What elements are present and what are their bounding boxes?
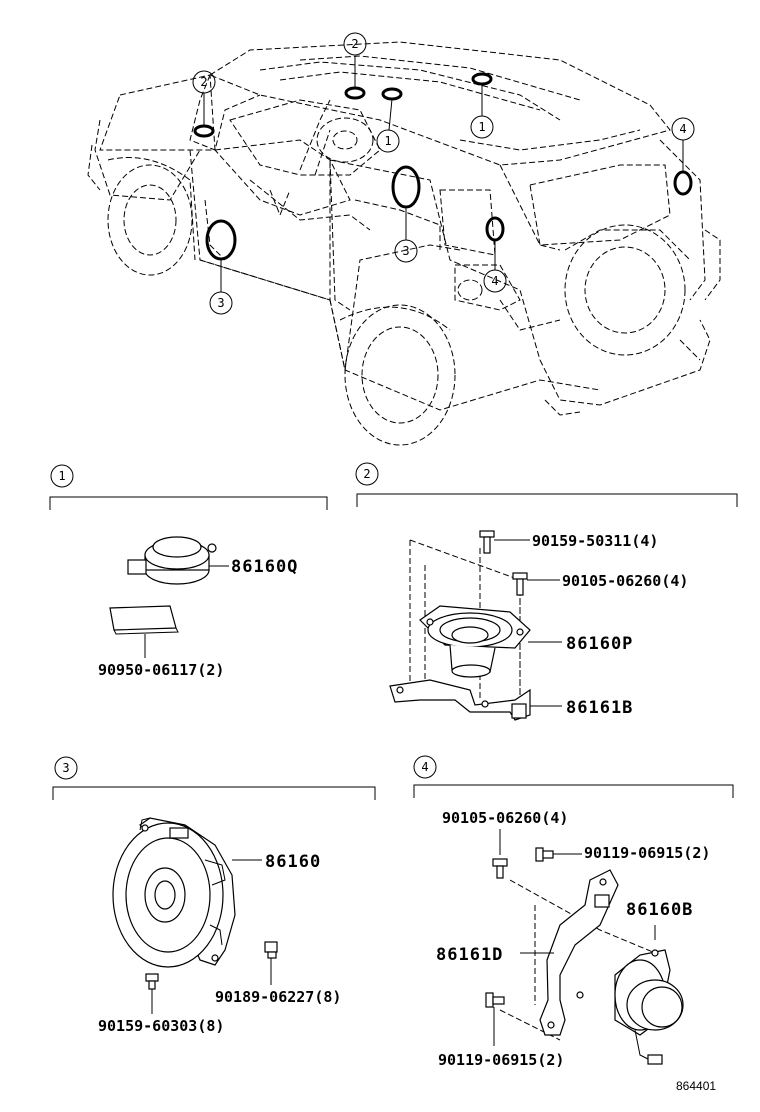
- callout-4-right: 4: [671, 117, 695, 141]
- callout-2-top: 2: [343, 32, 367, 56]
- label-86161d: 86161D: [436, 945, 503, 965]
- ring-quarter-right: [673, 170, 693, 196]
- ring-roof-rear: [471, 72, 493, 86]
- svg-text:3: 3: [402, 244, 409, 258]
- label-90105-06260-g4: 90105-06260(4): [442, 809, 568, 827]
- callout-1-roof: 1: [470, 115, 494, 139]
- svg-text:2: 2: [351, 37, 358, 51]
- ring-dash-right: [381, 87, 403, 101]
- pad-90950-06117: [109, 605, 179, 635]
- tweeter-86160q: [127, 536, 217, 585]
- ring-dash-left: [193, 124, 215, 138]
- callout-4-quarter: 4: [483, 269, 507, 293]
- speaker-86160b: [614, 949, 684, 1065]
- vehicle-overview: 2 2 1 1 3 3 4 4: [87, 32, 721, 446]
- bolt-90159-50311: [479, 530, 495, 554]
- label-90119-06915-bottom: 90119-06915(2): [438, 1051, 564, 1069]
- callout-2-left: 2: [192, 70, 216, 94]
- svg-text:2: 2: [363, 467, 370, 481]
- bracket-86161d: [539, 869, 619, 1036]
- callout-3-front-door: 3: [209, 291, 233, 315]
- svg-text:4: 4: [491, 274, 498, 288]
- label-86160p: 86160P: [566, 634, 633, 654]
- group-4: 4 90105-06260(4) 90119-06915(2) 86161D: [413, 755, 734, 1069]
- svg-text:1: 1: [58, 469, 65, 483]
- svg-text:1: 1: [384, 134, 391, 148]
- callout-1-dash: 1: [376, 129, 400, 153]
- label-90105-06260-g2: 90105-06260(4): [562, 572, 688, 590]
- speaker-86160p: [419, 605, 531, 678]
- label-86160q: 86160Q: [231, 557, 298, 577]
- bolt-90119-06915-top: [535, 847, 554, 862]
- speaker-86160: [112, 817, 236, 968]
- label-90119-06915-top: 90119-06915(2): [584, 844, 710, 862]
- callout-3-rear-door: 3: [394, 239, 418, 263]
- svg-text:1: 1: [478, 120, 485, 134]
- label-86160b: 86160B: [626, 900, 693, 920]
- label-86161b: 86161B: [566, 698, 633, 718]
- ring-quarter-left: [485, 216, 505, 242]
- group-2: 2 90159-50311(4) 90105-06260(4): [355, 462, 738, 721]
- clip-90189-06227: [264, 941, 278, 959]
- ring-rear-door: [391, 165, 421, 209]
- group-3: 3 86160 90189-06227(8): [52, 756, 376, 1035]
- label-90159-60303: 90159-60303(8): [98, 1017, 224, 1035]
- group-1: 1 86160Q 90950-06117(2): [49, 464, 328, 679]
- bolt-90105-06260-g4: [492, 858, 508, 879]
- svg-text:4: 4: [421, 760, 428, 774]
- label-90950-06117: 90950-06117(2): [98, 661, 224, 679]
- bolt-90119-06915-bottom: [485, 992, 505, 1008]
- svg-text:4: 4: [679, 122, 686, 136]
- label-90189-06227: 90189-06227(8): [215, 988, 341, 1006]
- label-90159-50311: 90159-50311(4): [532, 532, 658, 550]
- label-86160: 86160: [265, 852, 321, 872]
- svg-text:3: 3: [217, 296, 224, 310]
- svg-text:3: 3: [62, 761, 69, 775]
- figure-reference: 864401: [676, 1079, 716, 1093]
- bolt-90105-06260-g2: [512, 572, 528, 596]
- screw-90159-60303: [145, 973, 159, 990]
- ring-center-dash: [344, 86, 366, 100]
- bracket-86161b: [389, 679, 531, 721]
- svg-text:2: 2: [200, 75, 207, 89]
- ring-front-door: [205, 219, 237, 261]
